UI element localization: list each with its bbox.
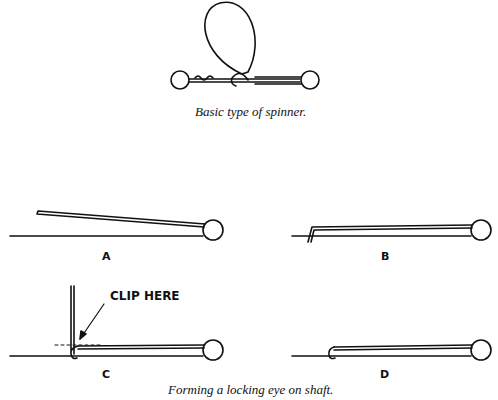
body-wire [255,77,301,84]
shaft [292,355,471,357]
eye-loop [471,220,491,240]
shaft-eye [171,71,189,89]
shaft [10,235,203,237]
leader-line [80,304,104,339]
spinner-blade [205,2,255,74]
arrowhead [80,331,86,339]
wrap [71,286,78,359]
wire-end [37,211,205,227]
shaft [10,355,203,357]
caption-text: Forming a locking eye on shaft. [168,382,333,398]
wire-wrap [195,76,213,80]
figure-letter: A [102,250,111,263]
shaft-eye [301,71,319,89]
cut-line [55,345,100,346]
eye-loop [203,340,223,360]
callout-label: CLIP HERE [110,289,180,303]
wrap [329,347,335,359]
shaft [292,235,471,237]
eye-loop [203,220,223,240]
return-wire [334,345,472,350]
figure-letter: D [380,368,389,381]
bent-wire [308,225,472,242]
clevis [232,73,249,86]
return-wire [78,345,204,349]
eye-loop [471,340,491,360]
caption-text: Basic type of spinner. [195,104,306,120]
figure-letter: C [102,368,110,381]
figure-letter: B [381,250,389,263]
